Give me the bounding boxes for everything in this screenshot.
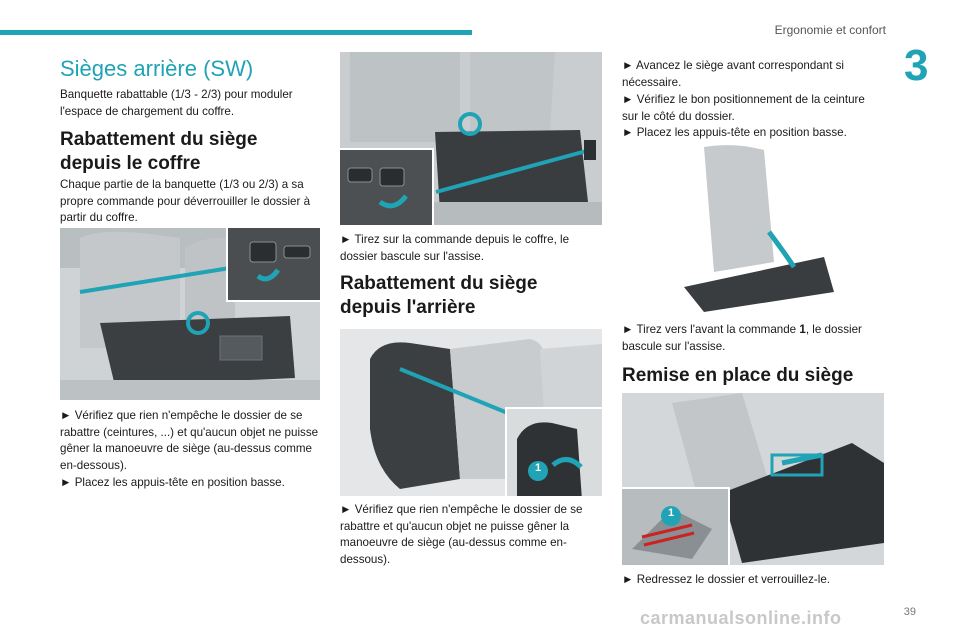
inset-lever-closeup: 1 [505, 407, 602, 496]
bullet-advance-front-seat: ► Avancez le siège avant correspondant s… [622, 59, 845, 89]
inset-pull-closeup [340, 148, 434, 225]
watermark: carmanualsonline.info [640, 608, 842, 628]
figure-pull-handle [340, 52, 602, 225]
chapter-number: 3 [904, 41, 929, 90]
bullet-check-obstacles: ► Vérifiez que rien n'empêche le dossier… [60, 409, 319, 472]
inset-locking-closeup: 1 [622, 487, 730, 565]
callout-number: 1 [667, 507, 675, 519]
figure-fold-seat [674, 142, 840, 318]
bullet-headrests-low: ► Placez les appuis-tête en position bas… [622, 126, 847, 139]
heading-from-trunk: Rabattement du siège depuis le coffre [60, 129, 258, 174]
inset-handle-closeup [226, 228, 320, 302]
page-title: Sièges arrière (SW) [60, 56, 254, 81]
bullet-seatbelt: ► Vérifiez le bon positionnement de la c… [622, 93, 865, 123]
page-number: 39 [903, 606, 916, 618]
intro-text: Banquette rabattable (1/3 - 2/3) pour mo… [60, 88, 293, 118]
header-bar [0, 30, 472, 35]
callout-number: 1 [534, 462, 542, 474]
bullet-headrests: ► Placez les appuis-tête en position bas… [60, 476, 285, 489]
heading-reinstall: Remise en place du siège [622, 365, 854, 386]
bullet-pull-control: ► Tirez sur la commande depuis le coffre… [340, 233, 570, 263]
bullet-check-obstacles-rear: ► Vérifiez que rien n'empêche le dossier… [340, 503, 583, 566]
figure-reinstall: 1 [622, 393, 884, 565]
heading-from-rear: Rabattement du siège depuis l'arrière [340, 273, 538, 318]
bullet-pull-forward-post: , le dossier bascule sur l'assise. [622, 323, 862, 353]
bullet-pull-forward-bold: 1 [799, 323, 806, 336]
bullet-raise-lock: ► Redressez le dossier et verrouillez-le… [622, 573, 831, 586]
bullet-pull-forward: ► Tirez vers l'avant la commande 1, le d… [622, 322, 884, 355]
figure-trunk-seat [60, 228, 320, 400]
section-title: Ergonomie et confort [774, 23, 886, 37]
figure-rear-seat: 1 [340, 329, 602, 496]
paragraph-controls: Chaque partie de la banquette (1/3 ou 2/… [60, 178, 311, 225]
bullet-pull-forward-pre: ► Tirez vers l'avant la commande [622, 323, 800, 336]
